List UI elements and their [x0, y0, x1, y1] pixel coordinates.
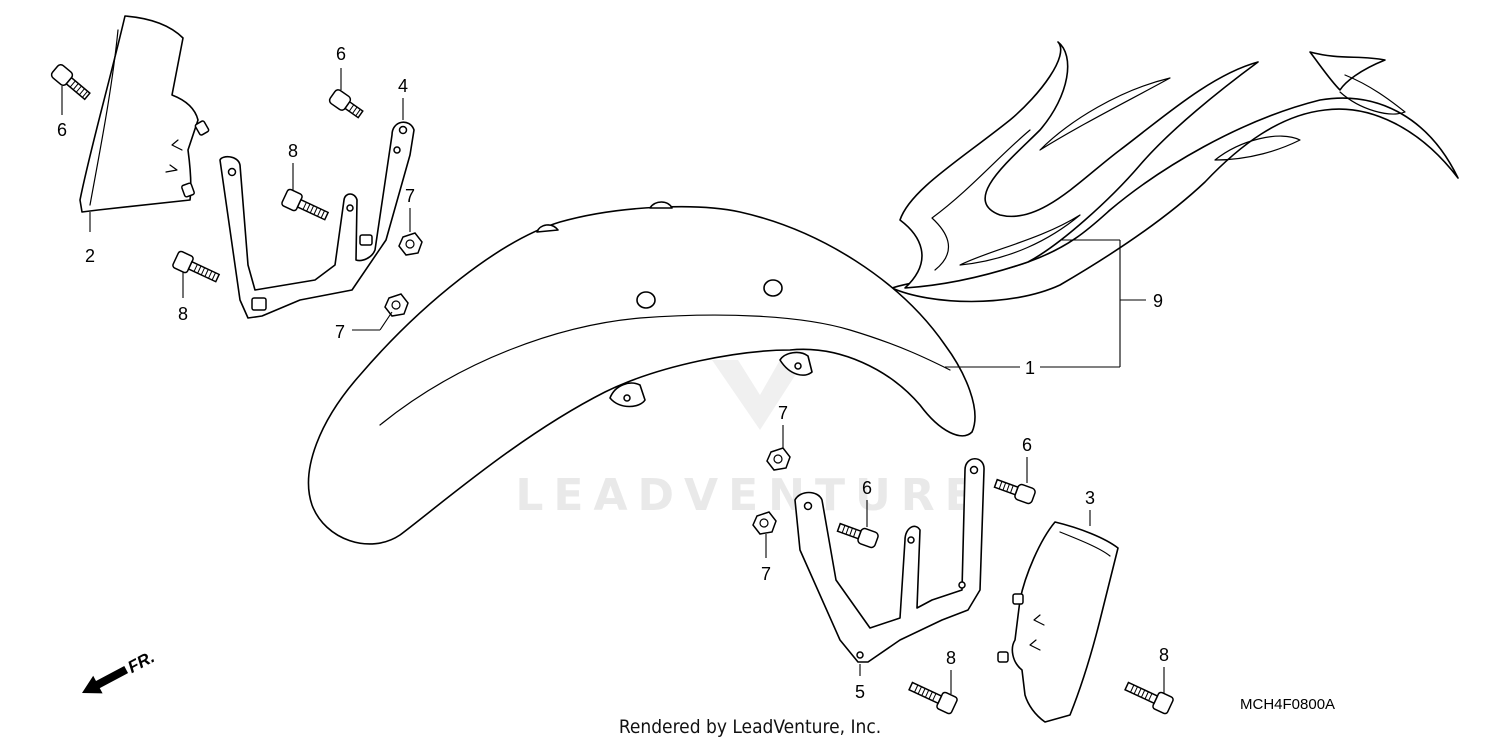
- nut-7-lower-a: [766, 447, 791, 471]
- right-fork-cover: [997, 521, 1119, 723]
- callouts: 1 2 3 4 5 6 6 6 6 7 7 7 7 8 8 8 8 9: [57, 44, 1169, 702]
- diagram-code: MCH4F0800A: [1240, 696, 1335, 713]
- nut-7-upper-a: [398, 232, 423, 256]
- callout-6-lower-center: 6: [862, 478, 872, 498]
- callout-8-upper-center: 8: [288, 141, 298, 161]
- callout-7-upper-a: 7: [405, 186, 415, 206]
- callout-8-lower-center: 8: [946, 648, 956, 668]
- callout-8-lower-right: 8: [1159, 645, 1169, 665]
- fender-bracket-upper: [219, 121, 415, 319]
- bolt-8-left: [172, 250, 221, 283]
- callout-6-upper-center: 6: [336, 44, 346, 64]
- bolt-8-lower-right: [1124, 681, 1174, 715]
- fender-bracket-lower: [794, 457, 985, 663]
- front-fender: [307, 201, 976, 545]
- callout-2: 2: [85, 246, 95, 266]
- bolt-8-upper-center: [281, 188, 330, 221]
- bolt-8-lower-center: [908, 681, 958, 715]
- nut-7-lower-b: [752, 511, 777, 535]
- bolt-6-lower-center: [836, 522, 879, 549]
- callout-4: 4: [398, 76, 408, 96]
- flame-decal: [891, 41, 1459, 303]
- callout-1: 1: [1025, 358, 1035, 378]
- callout-8-left: 8: [178, 304, 188, 324]
- bolt-6-lower-right: [993, 478, 1036, 505]
- callout-5: 5: [855, 682, 865, 702]
- left-fork-cover: [79, 15, 210, 213]
- callout-7-lower-a: 7: [778, 403, 788, 423]
- front-direction-indicator: FR.: [82, 647, 158, 694]
- bolt-6-upper-center: [328, 89, 364, 119]
- nut-7-upper-b: [384, 293, 409, 317]
- callout-7-lower-b: 7: [761, 564, 771, 584]
- callout-3: 3: [1085, 488, 1095, 508]
- callout-7-upper-b: 7: [335, 322, 345, 342]
- callout-9: 9: [1153, 291, 1163, 311]
- leader-lines: [61, 68, 1165, 694]
- bolt-6-top-left: [50, 63, 91, 101]
- front-label: FR.: [125, 647, 158, 677]
- callout-6-lower-right: 6: [1022, 435, 1032, 455]
- watermark-text: LEADVENTURE: [515, 470, 984, 521]
- rendered-by-credit: Rendered by LeadVenture, Inc.: [618, 716, 882, 738]
- callout-6-top-left: 6: [57, 120, 67, 140]
- front-arrow-icon: [82, 665, 129, 694]
